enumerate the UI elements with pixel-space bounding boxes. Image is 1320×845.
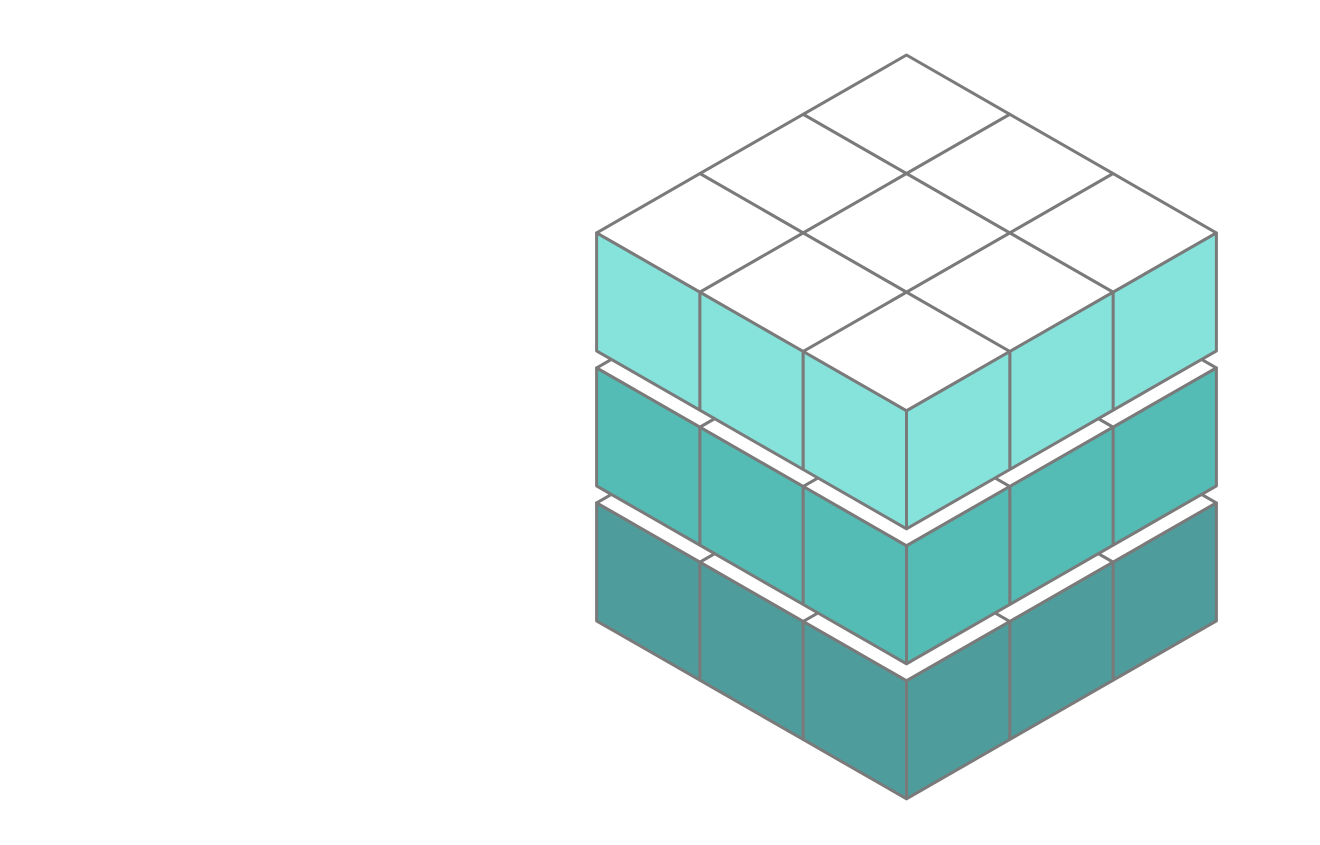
cube-group [595,53,1218,801]
cube-right-tile [801,350,908,531]
cube-right-tile [801,620,908,801]
cube-right-tile [801,485,908,666]
